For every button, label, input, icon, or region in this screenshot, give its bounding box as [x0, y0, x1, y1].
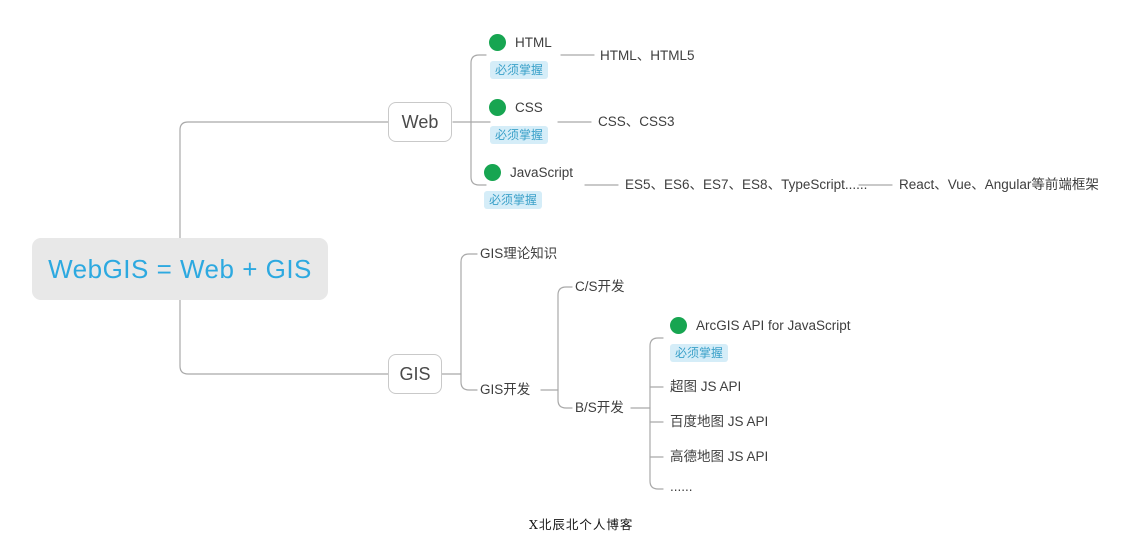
- topic-javascript[interactable]: JavaScript: [484, 163, 573, 181]
- topic-html-label: HTML: [515, 34, 552, 50]
- gis-branch-node[interactable]: GIS: [388, 354, 442, 394]
- green-marker-icon: [489, 98, 506, 116]
- required-badge-html: 必须掌握: [490, 61, 549, 79]
- topic-javascript-label: JavaScript: [510, 164, 574, 180]
- connector-cs-bs-trunk: [557, 286, 573, 409]
- connector-web-children-trunk: [470, 54, 487, 186]
- connector-root-gis: [179, 299, 389, 375]
- topic-cs-dev[interactable]: C/S开发: [575, 279, 625, 294]
- leaf-baidu-map-api[interactable]: 百度地图 JS API: [670, 414, 769, 429]
- watermark: X北辰北个人博客: [529, 517, 634, 532]
- connector-gis-children-trunk: [460, 253, 478, 391]
- topic-gis-theory[interactable]: GIS理论知识: [480, 246, 558, 261]
- required-badge-arcgis: 必须掌握: [670, 344, 729, 362]
- connector-bs-children-trunk: [649, 337, 664, 490]
- green-marker-icon: [484, 163, 501, 181]
- topic-css[interactable]: CSS: [489, 98, 543, 116]
- topic-gis-dev[interactable]: GIS开发: [480, 382, 531, 397]
- green-marker-icon: [670, 316, 687, 334]
- topic-arcgis-api-label: ArcGIS API for JavaScript: [696, 317, 851, 333]
- topic-arcgis-api[interactable]: ArcGIS API for JavaScript: [670, 316, 851, 334]
- web-branch-node[interactable]: Web: [388, 102, 452, 142]
- required-badge-javascript: 必须掌握: [484, 191, 543, 209]
- leaf-css-versions[interactable]: CSS、CSS3: [598, 114, 675, 129]
- leaf-ellipsis[interactable]: ......: [670, 479, 693, 494]
- root-topic[interactable]: WebGIS = Web + GIS: [32, 238, 328, 300]
- leaf-gaode-map-api[interactable]: 高德地图 JS API: [670, 449, 769, 464]
- leaf-supermap-api[interactable]: 超图 JS API: [670, 379, 742, 394]
- leaf-frontend-frameworks[interactable]: React、Vue、Angular等前端框架: [899, 177, 1099, 192]
- topic-bs-dev[interactable]: B/S开发: [575, 400, 624, 415]
- topic-html[interactable]: HTML: [489, 33, 552, 51]
- leaf-es-versions[interactable]: ES5、ES6、ES7、ES8、TypeScript......: [625, 177, 868, 192]
- connector-root-web: [179, 121, 389, 239]
- required-badge-css: 必须掌握: [490, 126, 549, 144]
- leaf-html-versions[interactable]: HTML、HTML5: [600, 48, 695, 63]
- topic-css-label: CSS: [515, 99, 543, 115]
- green-marker-icon: [489, 33, 506, 51]
